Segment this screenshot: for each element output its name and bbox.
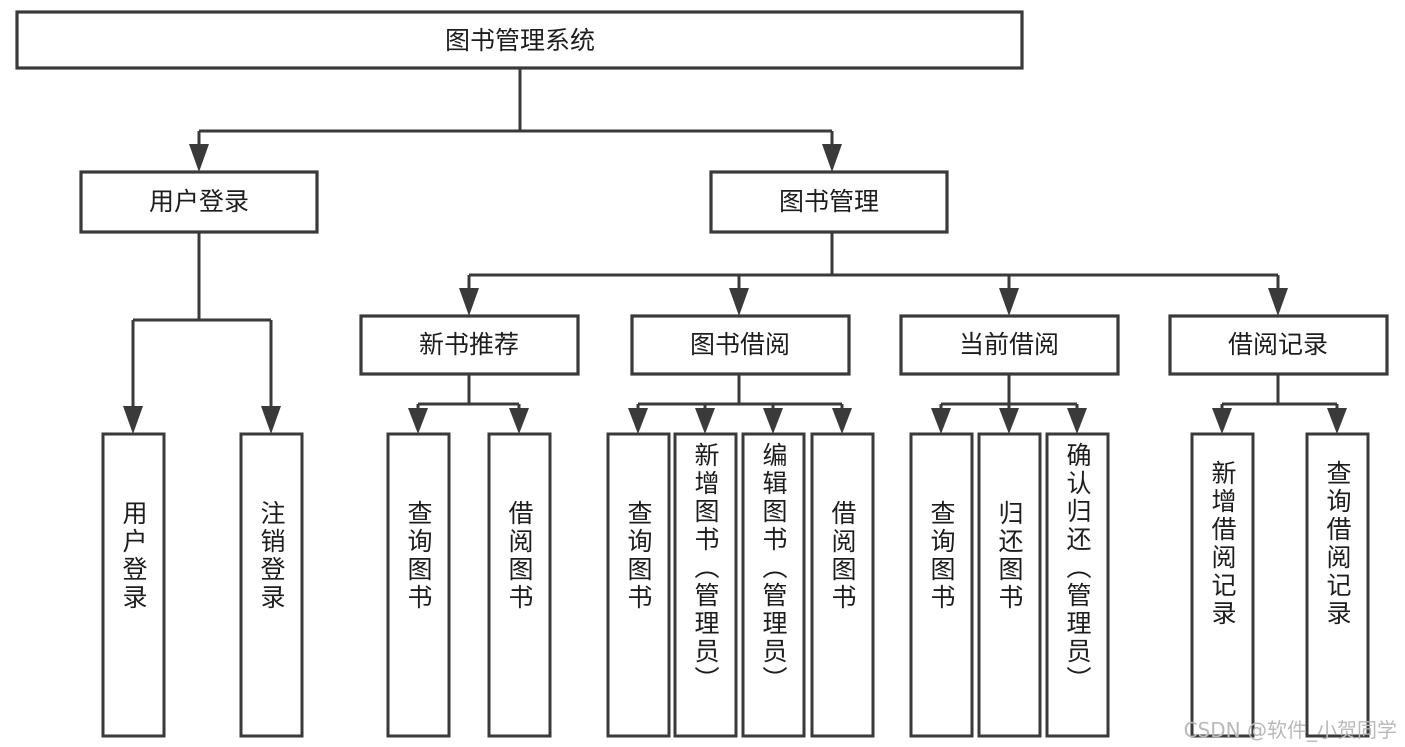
arrow-to-leaf-query-book-3 <box>931 408 951 434</box>
leaf-box-borrow-book-1[interactable] <box>487 432 552 738</box>
connector-bookborrow-to-leaves <box>628 374 852 434</box>
node-borrow-record-label: 借阅记录 <box>1228 330 1328 359</box>
leaf-box-add-record[interactable] <box>1190 432 1255 738</box>
node-root[interactable]: 图书管理系统 <box>15 10 1024 70</box>
arrow-to-leaf-query-book-2 <box>628 408 648 434</box>
connector-newbook-to-leaves <box>408 374 529 434</box>
leaf-box-add-book[interactable] <box>673 432 738 738</box>
arrow-to-leaf-return-book <box>999 408 1019 434</box>
leaf-box-user-logout[interactable] <box>239 432 304 738</box>
leaf-box-confirm-return[interactable] <box>1045 432 1110 738</box>
arrow-to-leaf-query-book-1 <box>408 408 428 434</box>
leaf-box-query-book-3[interactable] <box>909 432 974 738</box>
arrow-to-book-manage <box>822 144 842 172</box>
arrow-to-new-book-recommend <box>459 288 479 316</box>
connector-borrowrecord-to-leaves <box>1212 374 1347 434</box>
arrow-to-leaf-borrow-book-1 <box>509 408 529 434</box>
node-root-label: 图书管理系统 <box>445 26 595 55</box>
leaf-box-query-record[interactable] <box>1305 432 1370 738</box>
node-user-login-label: 用户登录 <box>149 187 249 216</box>
leaf-box-edit-book[interactable] <box>741 432 806 738</box>
node-book-borrow[interactable]: 图书借阅 <box>630 314 851 376</box>
node-current-borrow-label: 当前借阅 <box>959 330 1059 359</box>
node-new-book-recommend-label: 新书推荐 <box>419 330 519 359</box>
node-book-manage-label: 图书管理 <box>779 187 879 216</box>
arrow-to-leaf-borrow-book-2 <box>832 408 852 434</box>
leaf-box-borrow-book-2[interactable] <box>810 432 875 738</box>
leaf-box-query-book-1[interactable] <box>386 432 451 738</box>
node-current-borrow[interactable]: 当前借阅 <box>899 314 1120 376</box>
arrow-to-leaf-edit-book <box>763 408 783 434</box>
leaf-box-user-login[interactable] <box>101 432 166 738</box>
arrow-to-leaf-confirm-return <box>1067 408 1087 434</box>
leaf-box-query-book-2[interactable] <box>606 432 671 738</box>
connector-root-to-level2 <box>189 68 842 172</box>
arrow-to-leaf-user-logout <box>261 406 281 434</box>
arrow-to-borrow-record <box>1268 288 1288 316</box>
node-new-book-recommend[interactable]: 新书推荐 <box>359 314 580 376</box>
node-book-borrow-label: 图书借阅 <box>690 330 790 359</box>
leaf-box-return-book[interactable] <box>977 432 1042 738</box>
arrow-to-leaf-query-record <box>1327 408 1347 434</box>
node-borrow-record[interactable]: 借阅记录 <box>1168 314 1389 376</box>
connector-currentborrow-to-leaves <box>931 374 1087 434</box>
arrow-to-leaf-add-book <box>695 408 715 434</box>
node-user-login[interactable]: 用户登录 <box>79 170 319 234</box>
arrow-to-leaf-user-login <box>123 406 143 434</box>
connector-userlogin-to-leaves <box>123 232 281 434</box>
arrow-to-user-login <box>189 144 209 172</box>
arrow-to-current-borrow <box>999 288 1019 316</box>
arrow-to-book-borrow <box>729 288 749 316</box>
arrow-to-leaf-add-record <box>1212 408 1232 434</box>
node-book-manage[interactable]: 图书管理 <box>709 170 949 234</box>
connector-bookmanage-to-level3 <box>459 232 1288 316</box>
